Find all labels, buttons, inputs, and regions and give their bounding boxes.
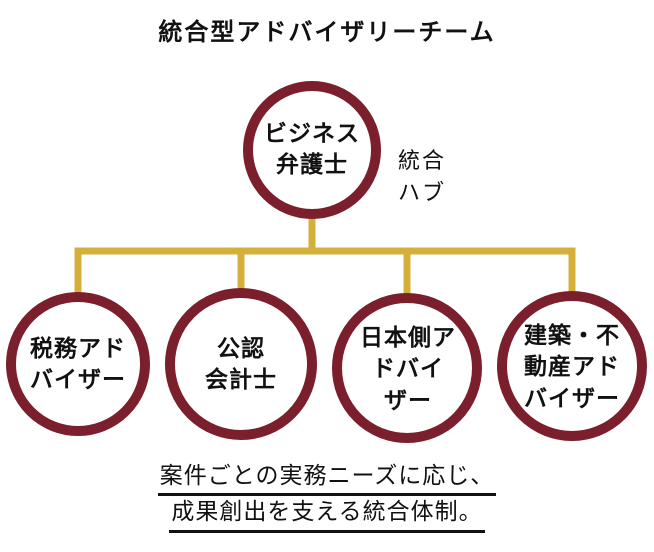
hub-circle <box>243 81 381 219</box>
member-circle-realestate-advisor <box>497 291 647 441</box>
caption-line: 成果創出を支える統合体制。 <box>169 496 485 533</box>
diagram-title: 統合型アドバイザリーチーム <box>158 18 496 46</box>
member-circle-japan-advisor <box>332 293 482 443</box>
member-label-line: 日本側ア <box>360 325 456 352</box>
hub-label-line: ビジネス <box>264 120 360 147</box>
member-label-line: 公認 <box>217 335 265 362</box>
hub-note: 統合 ハブ <box>398 146 446 210</box>
member-node-japan-advisor-label: 日本側ア ドバイ ザー <box>343 305 473 435</box>
member-label-line: 建築・不 <box>524 323 620 350</box>
caption-line: 案件ごとの実務ニーズに応じ、 <box>157 460 497 497</box>
hub-note-line: 統合 <box>398 149 447 174</box>
member-label-line: ドバイ <box>372 356 444 383</box>
member-circle-cpa <box>165 288 317 440</box>
connector-lines <box>74 210 576 302</box>
caption: 案件ごとの実務ニーズに応じ、 成果創出を支える統合体制。 <box>0 460 654 533</box>
hub-node-label: ビジネス 弁護士 <box>252 88 372 212</box>
member-label-line: 税務アド <box>30 335 126 362</box>
member-label-line: ザー <box>384 387 432 414</box>
member-label-line: 会計士 <box>205 367 277 393</box>
member-node-cpa-label: 公認 会計士 <box>177 300 305 430</box>
member-node-realestate-advisor-label: 建築・不 動産アド バイザー <box>506 303 638 433</box>
member-label-line: バイザー <box>524 385 620 412</box>
hub-note-line: ハブ <box>398 180 447 206</box>
node-circles <box>6 81 647 443</box>
member-circle-tax-advisor <box>6 292 150 436</box>
hub-label-line: 弁護士 <box>276 152 348 178</box>
member-label-line: バイザー <box>30 367 126 393</box>
member-node-tax-advisor-label: 税務アド バイザー <box>14 300 142 430</box>
member-label-line: 動産アド <box>524 354 620 381</box>
